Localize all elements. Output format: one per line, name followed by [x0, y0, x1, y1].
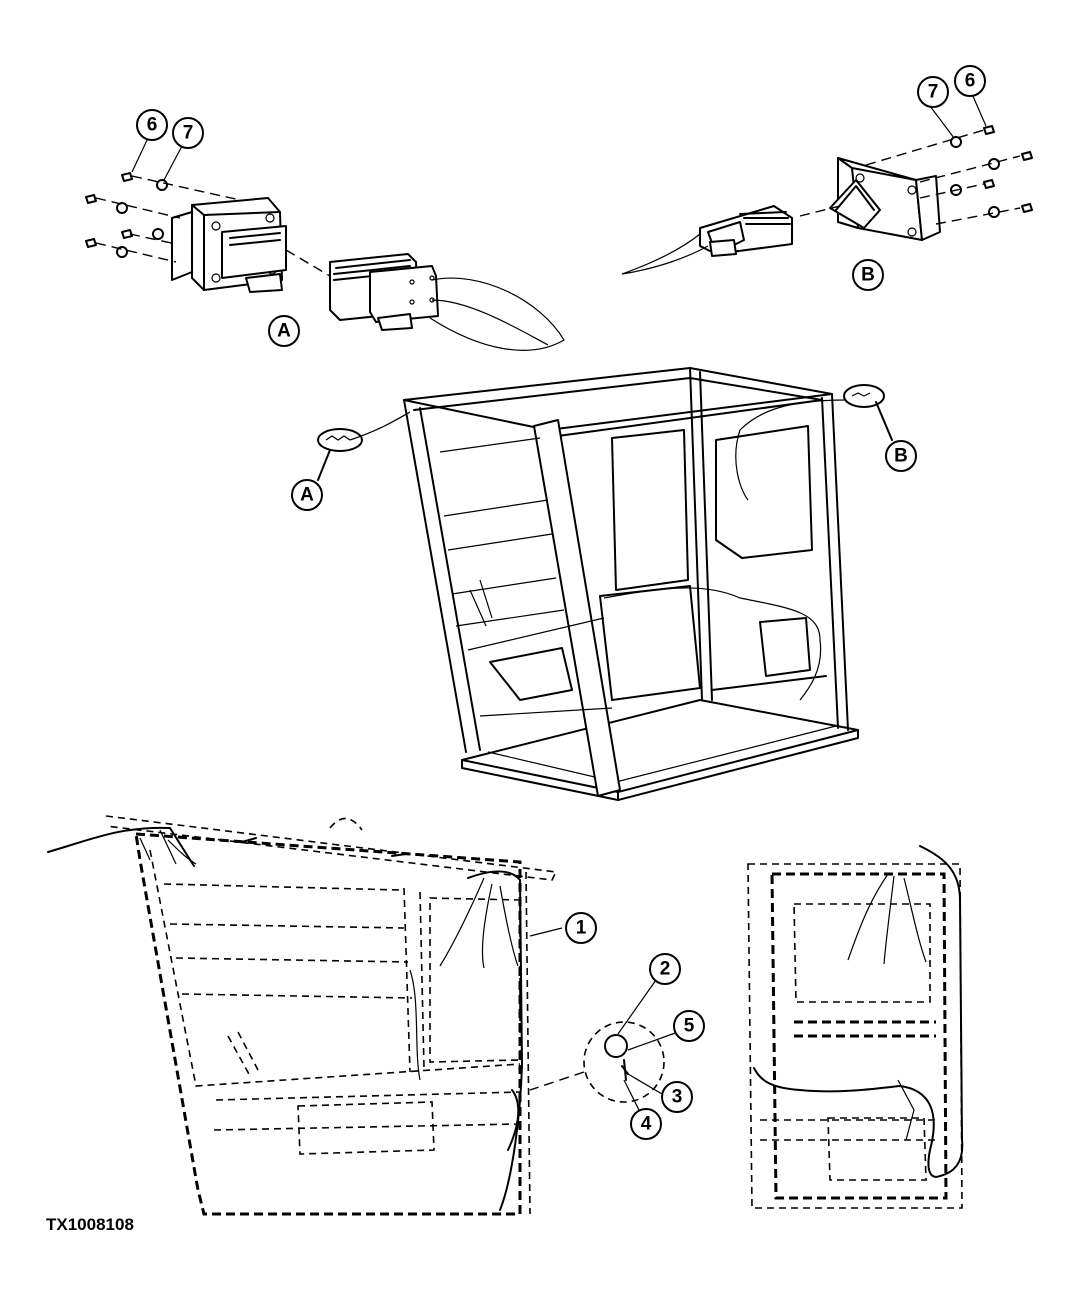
detail-circle — [529, 1021, 665, 1103]
svg-text:1: 1 — [576, 918, 587, 939]
svg-text:2: 2 — [660, 959, 671, 980]
callout-6-left: 6 — [136, 109, 168, 141]
cab-side-view-left — [47, 815, 558, 1216]
svg-text:A: A — [300, 485, 314, 506]
callout-1: 1 — [565, 912, 597, 944]
svg-text:4: 4 — [641, 1114, 652, 1135]
callout-a-frame: A — [291, 479, 323, 511]
svg-text:7: 7 — [183, 123, 194, 144]
washer-icon — [950, 136, 1000, 218]
detail-b-connector — [621, 125, 1033, 275]
detail-a-connector — [85, 172, 565, 351]
callout-b-detail: B — [852, 259, 884, 291]
washer-icon — [116, 179, 168, 258]
bolt-icon — [983, 125, 1033, 213]
callout-7-right: 7 — [917, 76, 949, 108]
svg-text:6: 6 — [965, 71, 976, 92]
svg-text:B: B — [861, 265, 875, 286]
callout-a-detail: A — [268, 315, 300, 347]
bolt-icon — [85, 172, 133, 248]
svg-text:6: 6 — [147, 115, 158, 136]
callout-4: 4 — [630, 1108, 662, 1140]
callout-2: 2 — [649, 953, 681, 985]
cab-frame — [317, 367, 893, 801]
callout-7-left: 7 — [172, 117, 204, 149]
svg-text:3: 3 — [672, 1087, 683, 1108]
cab-side-view-right — [747, 845, 964, 1209]
leader-lines — [131, 93, 987, 1113]
svg-text:5: 5 — [684, 1016, 695, 1037]
callout-3: 3 — [661, 1081, 693, 1113]
callout-6-right: 6 — [954, 65, 986, 97]
callout-5: 5 — [673, 1010, 705, 1042]
svg-text:A: A — [277, 321, 291, 342]
callout-b-frame: B — [885, 440, 917, 472]
svg-text:7: 7 — [928, 82, 939, 103]
figure-id: TX1008108 — [46, 1215, 134, 1234]
svg-text:B: B — [894, 446, 908, 467]
